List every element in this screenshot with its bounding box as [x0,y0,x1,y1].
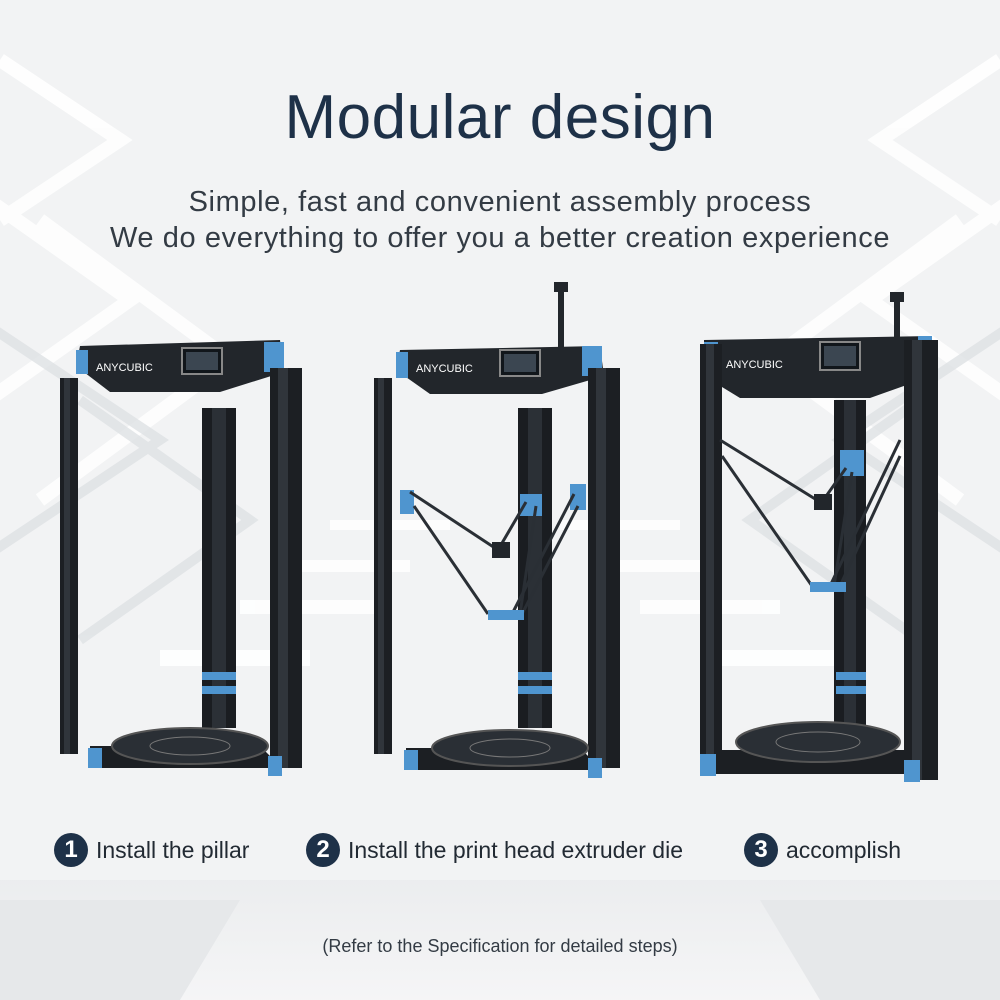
printer-stage-3-image: ANYCUBIC [700,292,938,782]
step-2: 2 Install the print head extruder die [306,830,683,870]
subtitle-line-2: We do everything to offer you a better c… [109,222,891,254]
anycubic-logo-2: ANYCUBIC [416,363,473,375]
printer-stage-2-image: ANYCUBIC [374,282,620,778]
page-title: Modular design [284,83,716,152]
step-3-label: accomplish [786,836,902,863]
step-2-number-badge: 2 [306,833,340,867]
anycubic-logo-3: ANYCUBIC [726,359,783,371]
printer-stage-1-image: ANYCUBIC [60,340,302,776]
step-1-number-badge: 1 [54,833,88,867]
step-1-label: Install the pillar [96,836,250,863]
step-3-number-badge: 3 [744,833,778,867]
step-1: 1 Install the pillar [54,830,249,870]
footer-note: (Refer to the Specification for detailed… [322,936,678,956]
step-3: 3 accomplish [744,830,901,870]
subtitle-line-1: Simple, fast and convenient assembly pro… [188,186,812,218]
anycubic-logo-1: ANYCUBIC [96,362,153,374]
step-2-label: Install the print head extruder die [348,836,683,863]
